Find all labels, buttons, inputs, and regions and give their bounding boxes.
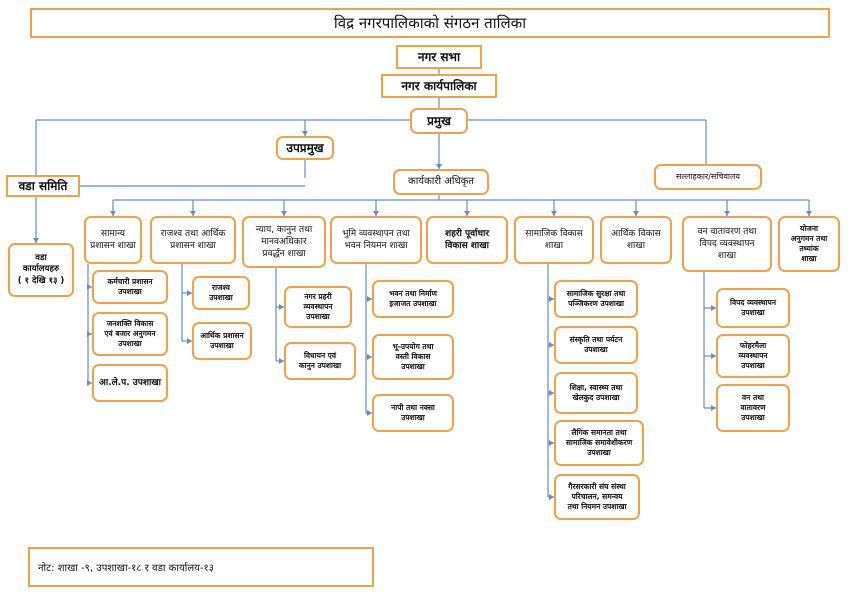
upashakha-bidhayan-kanun: विधायन एवं कानुन उपशाखा [284, 342, 356, 380]
nagar-sabha-box: नगर सभा [396, 45, 482, 69]
shakha-bhumi-byabasthapan: भुमि व्यवस्थापन तथा भवन नियमन शाखा [330, 216, 422, 264]
wada-samiti-box: वडा समिति [6, 175, 80, 197]
shakha-samajik-bikas: सामाजिक विकास शाखा [514, 216, 594, 264]
shakha-rajaswa: राजश्व तथा आर्थिक प्रशासन शाखा [150, 216, 236, 264]
upashakha-shiksha-swasthya: शिक्षा, स्वास्थ्य तथा खेलकुद उपशाखा [554, 372, 638, 414]
sallahakar-box: सल्लाहकार/सचिवालय [654, 164, 762, 190]
upashakha-gairsarkari-sangha: गैरसरकारी संघ संस्था परिचालन, समन्वय तथा… [554, 474, 640, 520]
upashakha-laingik-samanata: लैगिक समानता तथा सामाजिक समावेशीकरण उपशा… [554, 420, 644, 466]
upashakha-rajaswa: राजश्व उपशाखा [192, 276, 250, 310]
upashakha-bipad-byabasthapan: विपद व्यवस्थापन उपशाखा [716, 288, 790, 328]
upashakha-napi-naksa: नापी तथा नक्सा उपशाखा [372, 394, 454, 432]
upashakha-samajik-suraksha: सामाजिक सुरक्षा तथा पञ्जिकरण उपशाखा [554, 280, 638, 318]
shakha-ban-batabaran: वन वातावरण तथा विपद व्यवस्थापन शाखा [682, 216, 772, 272]
upashakha-fohormaila: फोहरमैला व्यवस्थापन उपशाखा [716, 334, 790, 378]
upashakha-ban-batabaran: वन तथा वातावरण उपशाखा [716, 384, 790, 432]
shakha-samanya-prashasan: सामान्य प्रशासन शाखा [84, 216, 142, 264]
upashakha-karmachari-prashasan: कर्मचारी प्रशासन उपशाखा [92, 270, 168, 304]
karyakari-adhikrit-box: कार्यकारी अधिकृत [393, 169, 489, 195]
shakha-arthik-bikas: आर्थिक विकास शाखा [600, 216, 672, 264]
upashakha-nagar-prahari: नगर प्रहरी व्यवस्थापन उपशाखा [284, 286, 352, 328]
upashakha-sanskriti-paryatan: संस्कृति तथा पर्यटन उपशाखा [554, 326, 638, 364]
upashakha-bhawan-nirman: भवन तथा निर्माण इजाजत उपशाखा [372, 280, 454, 318]
shakha-yojana-anugaman: योजना अनुगमन तथा तथ्यांक शाखा [778, 216, 840, 272]
nagar-karyapalika-box: नगर कार्यपालिका [381, 74, 497, 98]
shakha-nyaya: न्याय, कानुन तथा मानवअधिकार प्रवर्द्धन श… [242, 216, 326, 268]
upashakha-ale-pa: आ.ले.प. उपशाखा [92, 364, 168, 402]
pramukh-box: प्रमुख [410, 108, 468, 134]
wada-karyalaya-box: वडा कार्यालयहरु ( १ देखि १३ ) [8, 243, 74, 297]
upashakha-janashakti-bikas: जनशक्ति विकास एवं बजार अनुगमन उपशाखा [92, 312, 168, 356]
upashakha-arthik-prashasan: आर्थिक प्रशासन उपशाखा [192, 322, 252, 360]
chart-title: विद्र नगरपालिकाको संगठन तालिका [30, 8, 830, 38]
upashakha-bhu-upayog: भू-उपयोग तथा वस्ती विकास उपशाखा [372, 334, 454, 380]
upapramukh-box: उपप्रमुख [276, 136, 334, 160]
shakha-shahari-purbadhar: शहरी पूर्वाधार विकास शाखा [426, 216, 508, 264]
footnote: नोट: शाखा -९, उपशाखा-१८ र वडा कार्यालय-१… [28, 547, 374, 587]
